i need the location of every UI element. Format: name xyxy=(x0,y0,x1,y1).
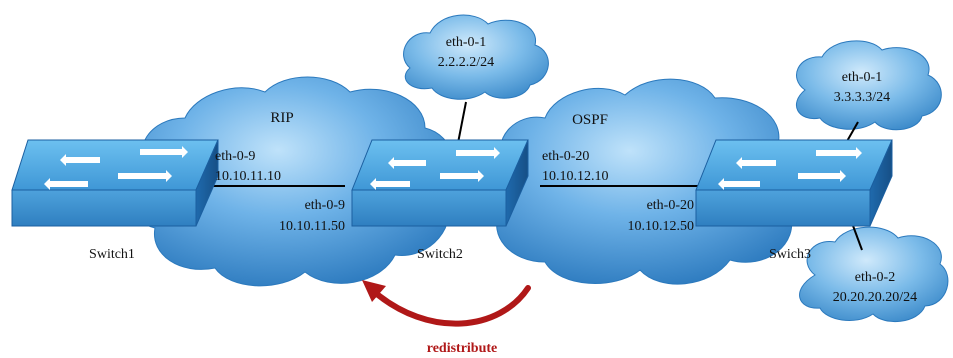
network-cloud-eth-0-2-swich3: eth-0-2 20.20.20.20/24 xyxy=(799,226,949,323)
switch2-rip-iface-label: eth-0-9 xyxy=(305,198,345,213)
cloud-iface-label: eth-0-1 xyxy=(842,70,882,85)
cloud-address-label: 20.20.20.20/24 xyxy=(833,290,917,305)
network-cloud-eth-0-1-switch2: eth-0-1 2.2.2.2/24 xyxy=(403,14,549,100)
switch1-ip-label: 10.10.11.10 xyxy=(215,169,281,184)
ospf-cloud-label: OSPF xyxy=(572,112,608,128)
switch3-name: Swich3 xyxy=(769,247,811,262)
switch3-iface-label: eth-0-20 xyxy=(647,198,694,213)
switch2-rip-ip-label: 10.10.11.50 xyxy=(279,219,345,234)
redistribute-arrowhead-icon xyxy=(362,280,386,302)
cloud-iface-label: eth-0-1 xyxy=(446,35,486,50)
switch1 xyxy=(11,139,219,227)
switch2-ospf-iface-label: eth-0-20 xyxy=(542,149,589,164)
switch2 xyxy=(351,139,529,227)
redistribute-label: redistribute xyxy=(427,341,498,356)
switch2-name: Switch2 xyxy=(417,247,463,262)
network-cloud-eth-0-1-swich3: eth-0-1 3.3.3.3/24 xyxy=(795,40,942,131)
switch1-name: Switch1 xyxy=(89,247,135,262)
redistribute-arrow xyxy=(369,285,531,327)
cloud-iface-label: eth-0-2 xyxy=(855,270,895,285)
switch1-iface-label: eth-0-9 xyxy=(215,149,255,164)
switch-arrows-icon xyxy=(370,147,500,190)
link-swich3-cloud-bottom xyxy=(851,222,863,251)
switch-arrows-icon xyxy=(718,147,862,190)
switch2-ospf-ip-label: 10.10.12.10 xyxy=(542,169,609,184)
cloud-address-label: 2.2.2.2/24 xyxy=(438,55,494,70)
cloud-address-label: 3.3.3.3/24 xyxy=(834,90,890,105)
switch-arrows-icon xyxy=(44,146,188,190)
rip-cloud-label: RIP xyxy=(270,110,293,126)
switch3 xyxy=(695,139,893,227)
link-switch2-cloud xyxy=(457,101,467,144)
switch3-ip-label: 10.10.12.50 xyxy=(628,219,695,234)
